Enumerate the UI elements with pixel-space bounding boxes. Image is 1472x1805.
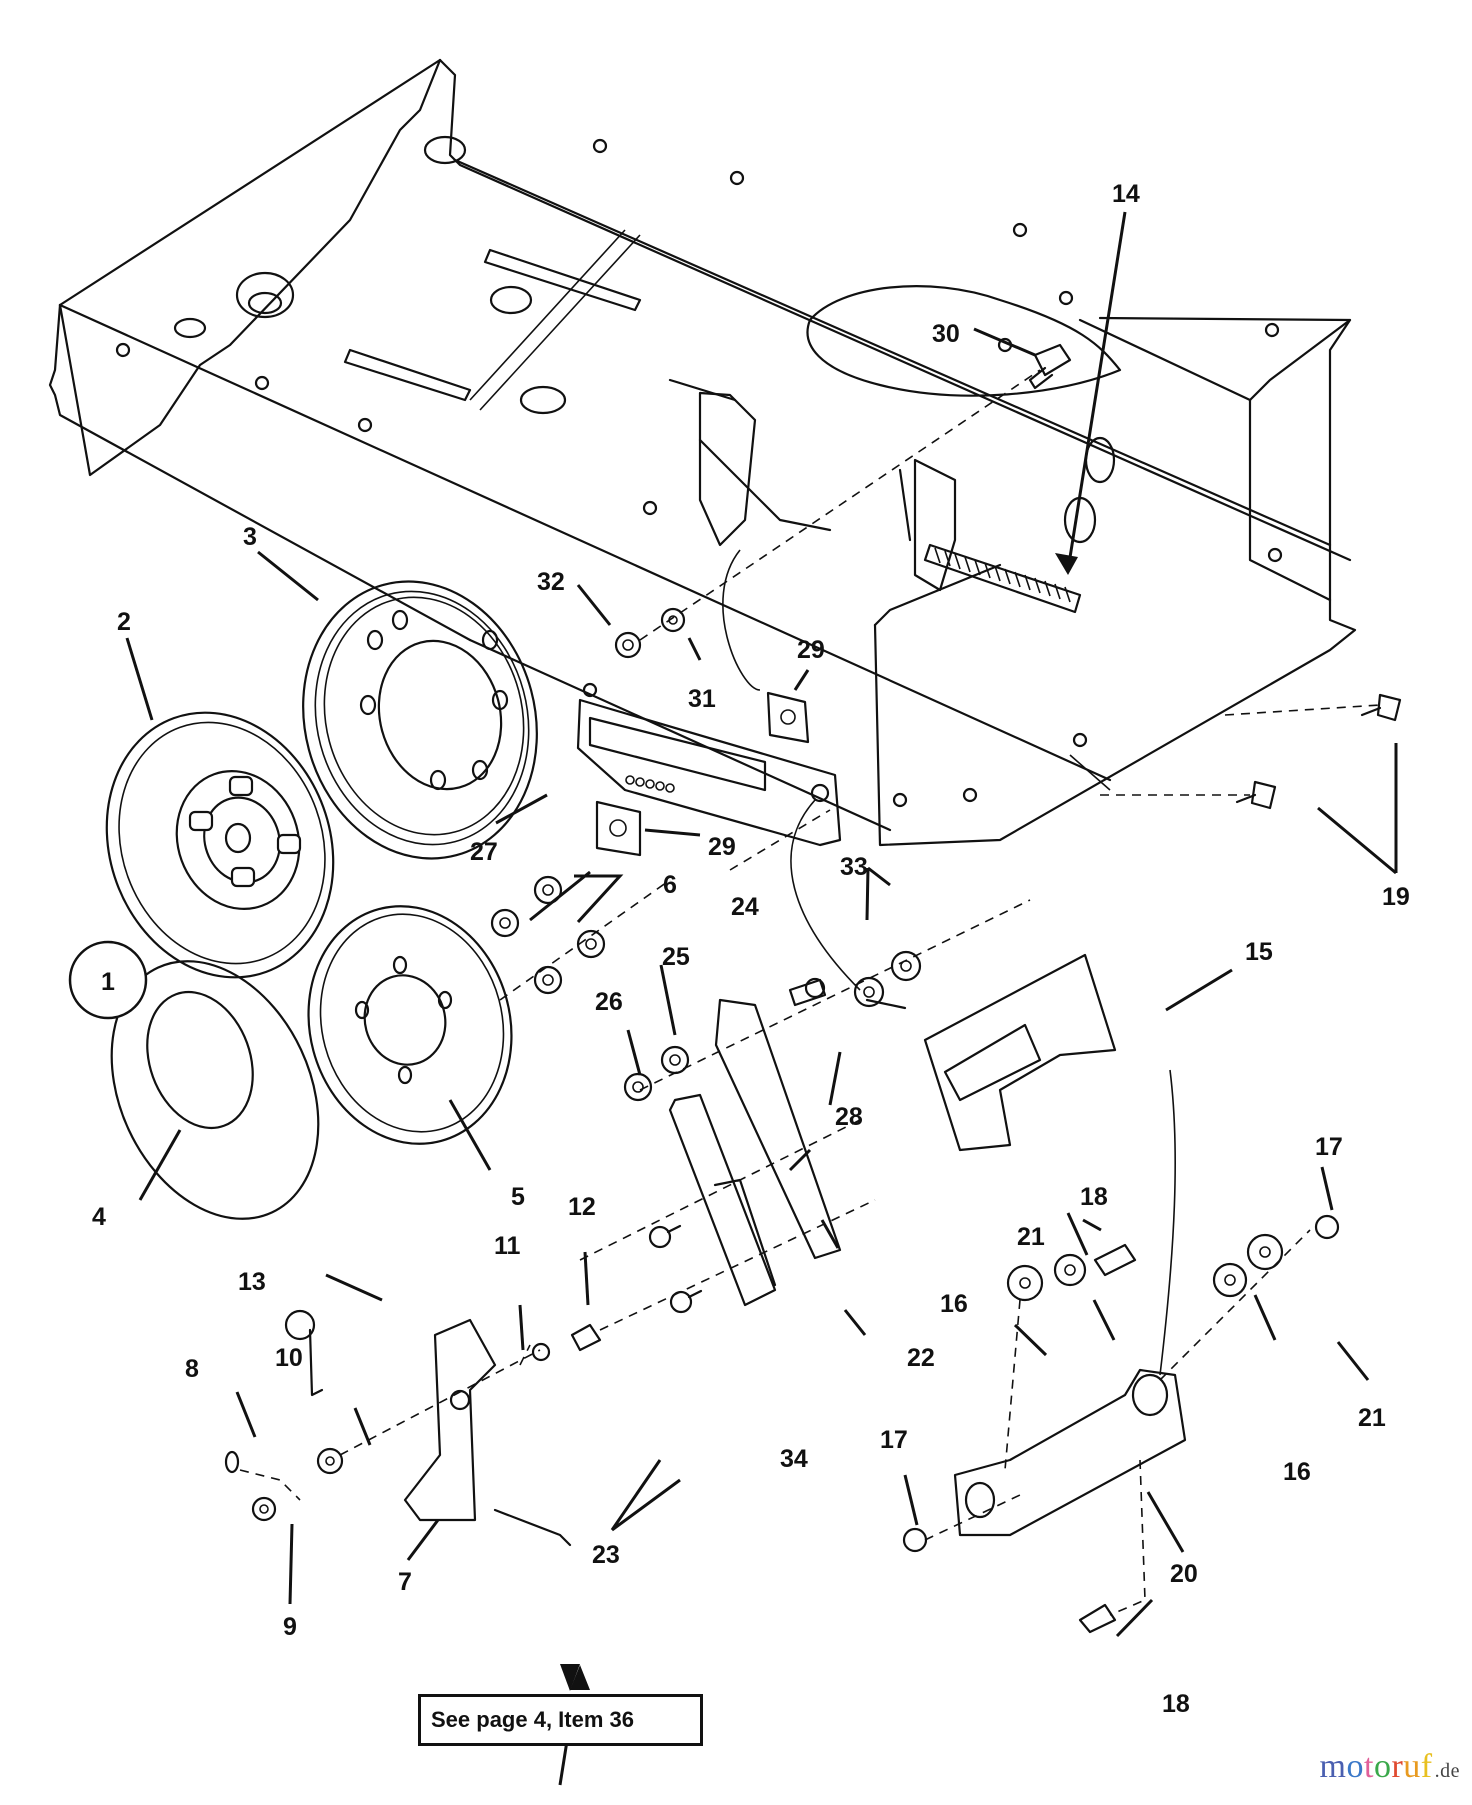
callout-34: 34 bbox=[780, 1445, 808, 1473]
arrow-heads bbox=[560, 553, 1078, 1691]
motoruf-watermark-logo: motoruf.de bbox=[1320, 1748, 1460, 1786]
callout-10: 10 bbox=[275, 1344, 303, 1372]
callout-27: 27 bbox=[470, 838, 498, 866]
callout-15: 15 bbox=[1245, 938, 1273, 966]
watermark-letter: f bbox=[1420, 1748, 1433, 1785]
watermark-tld: .de bbox=[1434, 1760, 1460, 1782]
bracket-34 bbox=[668, 1093, 777, 1307]
callout-labels: 2 3 4 5 6 7 8 9 10 11 12 13 14 15 16 16 … bbox=[92, 180, 1410, 1718]
callout-25: 25 bbox=[662, 943, 690, 971]
callout-32: 32 bbox=[537, 568, 565, 596]
hardware bbox=[224, 343, 1402, 1634]
watermark-letter: m bbox=[1319, 1748, 1347, 1785]
watermark-letter: o bbox=[1346, 1748, 1364, 1785]
callout-19: 19 bbox=[1382, 883, 1410, 911]
bracket-20 bbox=[953, 1368, 1187, 1537]
assembly-lines bbox=[239, 369, 1381, 1616]
callout-16b: 16 bbox=[1283, 1458, 1311, 1486]
callout-18b: 18 bbox=[1162, 1690, 1190, 1718]
callout-2: 2 bbox=[117, 608, 131, 636]
callout-13: 13 bbox=[238, 1268, 266, 1296]
panel-27 bbox=[576, 698, 842, 847]
callout-24: 24 bbox=[731, 893, 759, 921]
pulley-3 bbox=[302, 580, 538, 860]
callout-22: 22 bbox=[907, 1344, 935, 1372]
leader-lines bbox=[125, 211, 1398, 1786]
note-text: See page 4, Item 36 bbox=[431, 1707, 634, 1732]
watermark-letter: r bbox=[1391, 1748, 1404, 1785]
callout-30: 30 bbox=[932, 320, 960, 348]
callout-17b: 17 bbox=[880, 1426, 908, 1454]
callout-26: 26 bbox=[595, 988, 623, 1016]
spring-14 bbox=[923, 543, 1082, 614]
watermark-letter: o bbox=[1373, 1748, 1392, 1785]
callout-18a: 18 bbox=[1080, 1183, 1108, 1211]
bracket-22 bbox=[714, 998, 842, 1260]
callout-14: 14 bbox=[1112, 180, 1140, 208]
callout-6: 6 bbox=[663, 871, 677, 899]
pulley-5 bbox=[307, 905, 513, 1145]
callout-3: 3 bbox=[243, 523, 257, 551]
callout-8: 8 bbox=[185, 1355, 199, 1383]
belt-guard-4 bbox=[110, 960, 320, 1220]
callout-17a: 17 bbox=[1315, 1133, 1343, 1161]
callout-7: 7 bbox=[398, 1568, 412, 1596]
callout-31: 31 bbox=[688, 685, 716, 713]
callout-28: 28 bbox=[835, 1103, 863, 1131]
assembly-reference-circle: 1 bbox=[68, 940, 148, 1020]
clip-29-upper bbox=[766, 691, 810, 744]
callout-5: 5 bbox=[511, 1183, 525, 1211]
see-page-reference-note: See page 4, Item 36 bbox=[418, 1694, 703, 1746]
callout-21a: 21 bbox=[1017, 1223, 1045, 1251]
callout-29a: 29 bbox=[797, 636, 825, 664]
callout-4: 4 bbox=[92, 1203, 106, 1231]
callout-12: 12 bbox=[568, 1193, 596, 1221]
assembly-reference-number: 1 bbox=[101, 968, 115, 996]
pulley-2 bbox=[105, 711, 335, 979]
clip-29-lower bbox=[595, 800, 642, 857]
bracket-7 bbox=[403, 1318, 572, 1547]
callout-11: 11 bbox=[494, 1232, 521, 1260]
callout-9: 9 bbox=[283, 1613, 297, 1641]
lever-15 bbox=[923, 953, 1117, 1152]
callout-33: 33 bbox=[840, 853, 868, 881]
callout-20: 20 bbox=[1170, 1560, 1198, 1588]
callout-23: 23 bbox=[592, 1541, 620, 1569]
watermark-letter: t bbox=[1364, 1748, 1374, 1785]
callout-21b: 21 bbox=[1358, 1404, 1386, 1432]
watermark-letter: u bbox=[1403, 1748, 1421, 1785]
callout-16a: 16 bbox=[940, 1290, 968, 1318]
callout-29b: 29 bbox=[708, 833, 736, 861]
chassis-frame bbox=[48, 58, 1357, 847]
